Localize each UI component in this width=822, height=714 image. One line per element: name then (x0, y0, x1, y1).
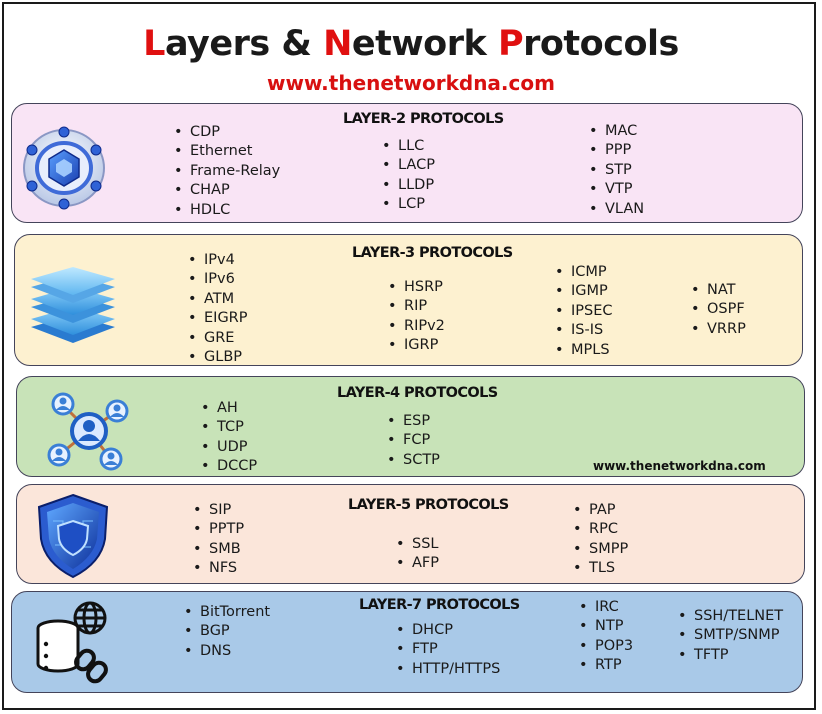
layer-5-title: LAYER-5 PROTOCOLS (348, 497, 509, 513)
protocol-item: VRRP (689, 320, 746, 340)
protocol-item: IPSEC (553, 302, 613, 322)
layer-4-column-1: AH TCP UDP DCCP (199, 399, 257, 477)
protocol-item: BitTorrent (182, 603, 270, 623)
protocol-item: PAP (571, 501, 628, 521)
protocol-item: POP3 (577, 637, 633, 657)
protocol-item: LLC (380, 137, 435, 157)
layer-2-panel: LAYER-2 PROTOCOLS CDP Ethernet Frame-Rel… (11, 103, 803, 223)
layer-7-column-3: IRC NTP POP3 RTP (577, 598, 633, 676)
layer-7-column-4: SSH/TELNET SMTP/SNMP TFTP (676, 607, 783, 666)
security-shield-icon (37, 493, 109, 579)
protocol-item: IS-IS (553, 321, 613, 341)
protocol-item: LLDP (380, 176, 435, 196)
protocol-item: ATM (186, 290, 248, 310)
layer-5-column-2: SSL AFP (394, 535, 439, 574)
protocol-item: PPTP (191, 520, 244, 540)
protocol-item: VLAN (587, 200, 644, 220)
layer-4-column-2: ESP FCP SCTP (385, 412, 440, 471)
protocol-item: RPC (571, 520, 628, 540)
protocol-item: HDLC (172, 201, 280, 221)
protocol-item: AH (199, 399, 257, 419)
protocol-item: STP (587, 161, 644, 181)
layer-7-column-1: BitTorrent BGP DNS (182, 603, 270, 662)
protocol-item: CDP (172, 123, 280, 143)
protocol-item: IPv4 (186, 251, 248, 271)
protocol-item: HTTP/HTTPS (394, 660, 500, 680)
layer-2-title: LAYER-2 PROTOCOLS (343, 111, 504, 127)
protocol-item: DHCP (394, 621, 500, 641)
layer-5-column-1: SIP PPTP SMB NFS (191, 501, 244, 579)
protocol-item: ICMP (553, 263, 613, 283)
layer-3-title: LAYER-3 PROTOCOLS (352, 245, 513, 261)
protocol-item: NAT (689, 281, 746, 301)
layer-2-column-3: MAC PPP STP VTP VLAN (587, 122, 644, 219)
protocol-item: CHAP (172, 181, 280, 201)
protocol-item: SSL (394, 535, 439, 555)
protocol-item: NFS (191, 559, 244, 579)
protocol-item: LACP (380, 156, 435, 176)
layer-2-column-2: LLC LACP LLDP LCP (380, 137, 435, 215)
protocol-item: SIP (191, 501, 244, 521)
protocol-item: GLBP (186, 348, 248, 368)
protocol-item: UDP (199, 438, 257, 458)
protocol-item: IPv6 (186, 270, 248, 290)
protocol-item: LCP (380, 195, 435, 215)
protocol-item: Ethernet (172, 142, 280, 162)
protocol-item: EIGRP (186, 309, 248, 329)
protocol-item: FCP (385, 431, 440, 451)
protocol-item: Frame-Relay (172, 162, 280, 182)
layer-5-column-3: PAP RPC SMPP TLS (571, 501, 628, 579)
stacked-layers-icon (31, 267, 115, 343)
protocol-item: OSPF (689, 300, 746, 320)
protocol-item: SMTP/SNMP (676, 626, 783, 646)
layer-3-column-1: IPv4 IPv6 ATM EIGRP GRE GLBP (186, 251, 248, 368)
protocol-item: VTP (587, 180, 644, 200)
protocol-item: TLS (571, 559, 628, 579)
protocol-item: DNS (182, 642, 270, 662)
protocol-item: GRE (186, 329, 248, 349)
watermark-url: www.thenetworkdna.com (593, 459, 766, 473)
layer-3-column-4: NAT OSPF VRRP (689, 281, 746, 340)
protocol-item: RIP (386, 297, 445, 317)
page-title: Layers & Network Protocols (143, 24, 679, 64)
protocol-item: IRC (577, 598, 633, 618)
protocol-item: HSRP (386, 278, 445, 298)
protocol-item: IGMP (553, 282, 613, 302)
protocol-item: TCP (199, 418, 257, 438)
layer-3-column-2: HSRP RIP RIPv2 IGRP (386, 278, 445, 356)
layer-4-panel: LAYER-4 PROTOCOLS AH TCP UDP DCCP ESP FC… (16, 376, 805, 477)
protocol-item: AFP (394, 554, 439, 574)
layer-3-panel: LAYER-3 PROTOCOLS IPv4 IPv6 ATM EIGRP GR… (14, 234, 803, 368)
layer-4-title: LAYER-4 PROTOCOLS (337, 385, 498, 401)
protocol-item: PPP (587, 141, 644, 161)
database-globe-icon (36, 601, 108, 684)
protocol-item: NTP (577, 617, 633, 637)
layer-2-column-1: CDP Ethernet Frame-Relay CHAP HDLC (172, 123, 280, 220)
layer-5-panel: LAYER-5 PROTOCOLS SIP PPTP SMB NFS SSL A… (16, 484, 805, 584)
protocol-item: SCTP (385, 451, 440, 471)
layer-7-column-2: DHCP FTP HTTP/HTTPS (394, 621, 500, 680)
layer-7-title: LAYER-7 PROTOCOLS (359, 597, 520, 613)
network-hub-icon (23, 126, 105, 210)
protocol-item: DCCP (199, 457, 257, 477)
connected-users-icon (47, 392, 129, 471)
layer-7-panel: LAYER-7 PROTOCOLS BitTorrent BGP DNS DHC… (11, 591, 803, 693)
protocol-item: BGP (182, 622, 270, 642)
protocol-item: RTP (577, 656, 633, 676)
protocol-item: TFTP (676, 646, 783, 666)
protocol-item: SMB (191, 540, 244, 560)
layer-3-column-3: ICMP IGMP IPSEC IS-IS MPLS (553, 263, 613, 360)
protocol-item: FTP (394, 640, 500, 660)
protocol-item: ESP (385, 412, 440, 432)
website-url: www.thenetworkdna.com (267, 71, 555, 95)
protocol-item: SSH/TELNET (676, 607, 783, 627)
protocol-item: IGRP (386, 336, 445, 356)
protocol-item: MAC (587, 122, 644, 142)
protocol-item: MPLS (553, 341, 613, 361)
protocol-item: SMPP (571, 540, 628, 560)
protocol-item: RIPv2 (386, 317, 445, 337)
